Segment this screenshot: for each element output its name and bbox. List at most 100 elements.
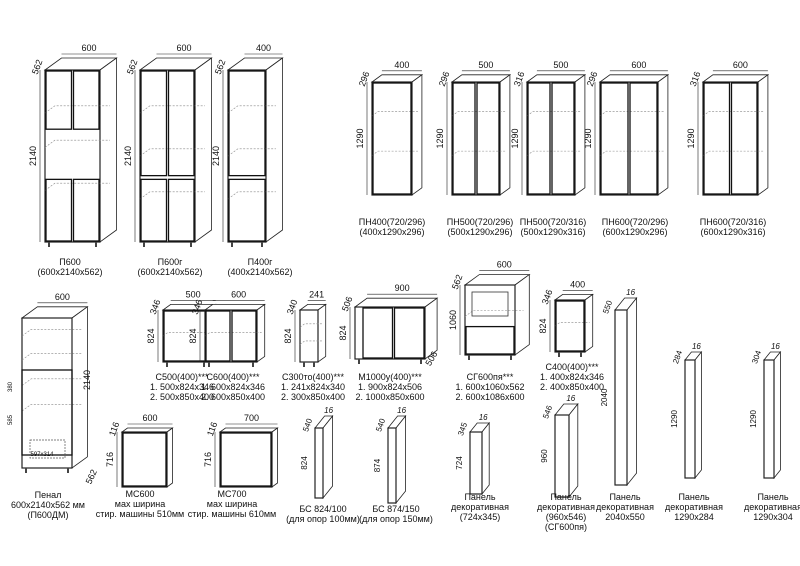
- height-dimension: 824: [146, 328, 156, 343]
- caption-name: Панель: [464, 492, 495, 502]
- caption-name: П600г: [158, 257, 183, 267]
- depth-dimension: 340: [285, 298, 300, 316]
- height-dimension: 716: [203, 452, 213, 467]
- width-dimension: 600: [55, 292, 70, 302]
- caption-name: ПН600(720/296): [602, 217, 669, 227]
- depth-dimension: 284: [671, 349, 684, 365]
- width-dimension: 600: [497, 260, 512, 270]
- caption-name: МС700: [217, 489, 246, 499]
- caption-line2: 1. 500x824x346: [150, 382, 214, 392]
- caption-line2: (для опор 100мм): [286, 514, 360, 524]
- caption-line2: 1. 600x1060x562: [455, 382, 524, 392]
- width-dimension: 600: [81, 43, 96, 53]
- width-dimension: 400: [570, 279, 585, 289]
- inner-dimension: 597x314: [30, 452, 54, 458]
- caption-line3: стир. машины 610мм: [188, 509, 276, 519]
- caption-size: (600x2140x562): [137, 267, 202, 277]
- caption-name: П600: [59, 257, 81, 267]
- width-dimension: 600: [142, 413, 157, 423]
- depth-dimension: 540: [301, 417, 314, 433]
- caption-name: БС 824/100: [299, 504, 346, 514]
- depth-dimension: 296: [437, 70, 452, 88]
- caption-line3: 2. 500x850x400: [150, 392, 214, 402]
- depth-dimension: 304: [750, 349, 763, 365]
- caption-line3: 1290x304: [753, 512, 793, 522]
- caption-line2: декоративная: [537, 502, 595, 512]
- caption-line3: 2. 1000x850x600: [355, 392, 424, 402]
- depth-dimension: 540: [374, 417, 387, 433]
- caption-line3: 2. 300x850x400: [281, 392, 345, 402]
- cabinet-penal: 6002140562380585597x314Пенал600x2140x562…: [8, 292, 99, 520]
- height-dimension: 716: [105, 452, 115, 467]
- caption-size: (500x1290x296): [447, 227, 512, 237]
- height-dimension: 1290: [583, 128, 593, 148]
- caption-name: Панель: [550, 492, 581, 502]
- width-dimension: 600: [631, 60, 646, 70]
- caption-name: Панель: [757, 492, 788, 502]
- height-dimension: 2140: [82, 370, 92, 390]
- caption-name: Панель: [678, 492, 709, 502]
- caption-line2: декоративная: [451, 502, 509, 512]
- depth-dimension: 550: [601, 299, 614, 315]
- width-dimension: 700: [244, 413, 259, 423]
- caption-line2: мах ширина: [207, 499, 257, 509]
- thickness-dimension: 16: [397, 406, 406, 415]
- caption-line2: 600x2140x562 мм: [11, 500, 85, 510]
- height-dimension: 824: [538, 318, 548, 333]
- caption-name: С500(400)***: [155, 372, 209, 382]
- caption-name: С400(400)***: [545, 362, 599, 372]
- caption-line3: 2. 600x1086x600: [455, 392, 524, 402]
- height-dimension: 1060: [448, 310, 458, 330]
- caption-line2: декоративная: [744, 502, 800, 512]
- depth-dimension: 346: [190, 298, 205, 316]
- width-dimension: 500: [478, 60, 493, 70]
- depth-dimension: 116: [205, 421, 219, 438]
- caption-name: ПН600(720/316): [700, 217, 767, 227]
- caption-name: М1000у(400)***: [358, 372, 422, 382]
- depth-dimension: 562: [450, 273, 465, 291]
- height-dimension: 824: [188, 328, 198, 343]
- caption-line3: (П600ДМ): [27, 510, 68, 520]
- depth-dimension: 546: [541, 404, 554, 420]
- thickness-dimension: 16: [771, 342, 780, 351]
- caption-name: ПН400(720/296): [359, 217, 426, 227]
- inner-dimension: 585: [8, 414, 14, 425]
- caption-line2: декоративная: [596, 502, 654, 512]
- caption-line2: 1. 900x824x506: [358, 382, 422, 392]
- height-dimension: 824: [300, 456, 309, 470]
- caption-size: (600x1290x296): [602, 227, 667, 237]
- height-dimension: 1290: [510, 128, 520, 148]
- panel-pan960: 16546960Панельдекоративная(960x546)(СГ60…: [537, 394, 595, 532]
- width-dimension: 500: [186, 289, 201, 299]
- depth-dimension: 316: [688, 70, 703, 88]
- depth-dimension: 562: [84, 468, 99, 486]
- width-dimension: 500: [553, 60, 568, 70]
- height-dimension: 1290: [355, 128, 365, 148]
- caption-line2: (для опор 150мм): [359, 514, 433, 524]
- caption-line3: (960x546): [546, 512, 587, 522]
- caption-line2: 1. 400x824x346: [540, 372, 604, 382]
- height-dimension: 824: [283, 328, 293, 343]
- width-dimension: 600: [231, 289, 246, 299]
- thickness-dimension: 16: [479, 413, 488, 422]
- caption-line2: декоративная: [665, 502, 723, 512]
- width-dimension: 400: [256, 43, 271, 53]
- height-dimension: 1290: [686, 128, 696, 148]
- depth-dimension: 316: [512, 70, 527, 88]
- caption-line2: мах ширина: [115, 499, 165, 509]
